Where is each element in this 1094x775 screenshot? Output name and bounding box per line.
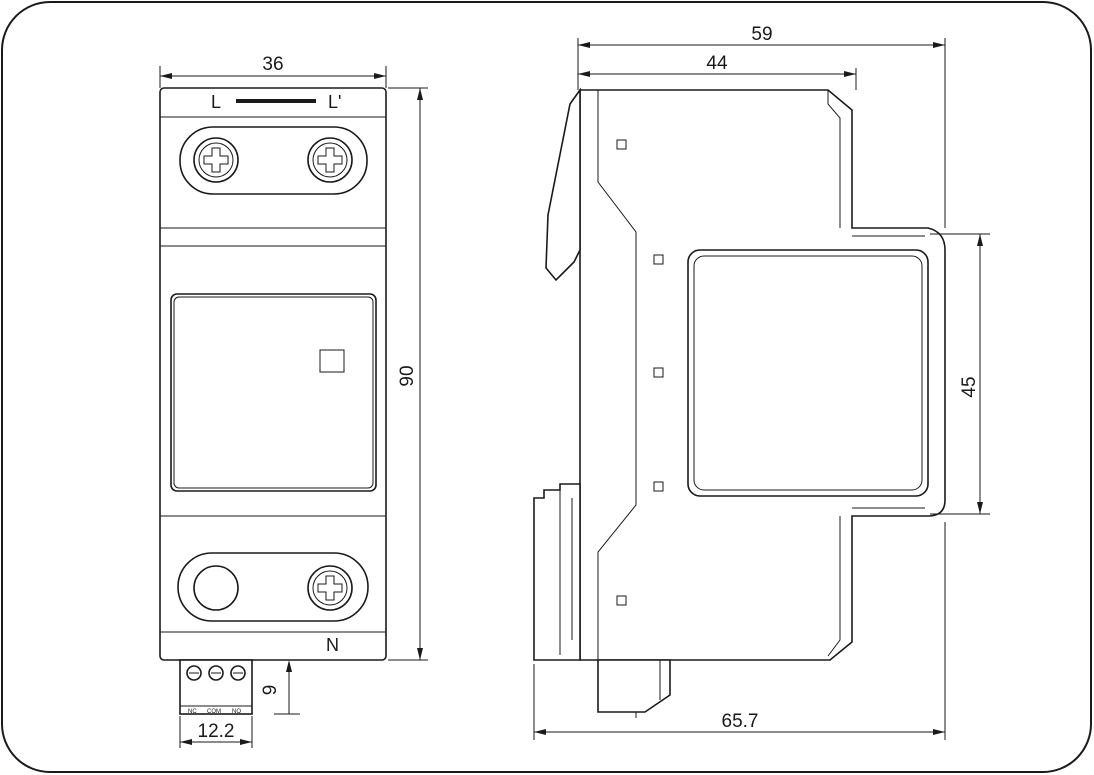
dimension-side-overall: 65.7	[533, 522, 946, 740]
dim-side-overall-label: 65.7	[722, 711, 759, 732]
line-link-bar	[236, 99, 316, 103]
dim-front-width-label: 36	[262, 54, 283, 75]
screw-icon	[193, 137, 239, 183]
front-view: NC COM NO L L' N 36 90	[159, 54, 428, 748]
dimension-front-height: 90	[388, 87, 428, 661]
side-front-plate	[687, 249, 929, 497]
screw-icon	[307, 565, 353, 611]
dimension-side-body: 44	[578, 53, 857, 90]
side-view: 59 44 45 65.7	[533, 24, 990, 740]
aux-terminal-block: NC COM NO	[179, 659, 253, 715]
label-line-out: L'	[328, 92, 341, 112]
terminal-no-label: NO	[232, 709, 241, 715]
dim-side-body-label: 44	[706, 53, 728, 74]
dimension-front-width: 36	[159, 54, 387, 88]
indicator-square	[319, 349, 345, 373]
vent-square	[616, 139, 627, 150]
vent-square	[653, 254, 664, 265]
rail-latch	[533, 483, 581, 661]
dim-terminal-height-label: 9	[260, 685, 281, 696]
vent-square	[616, 595, 627, 606]
dim-front-height-label: 90	[397, 365, 418, 386]
rail-clip-top	[545, 87, 581, 282]
dim-side-total-label: 59	[751, 24, 772, 45]
dimension-rail-height: 45	[930, 233, 990, 515]
label-line-in: L	[211, 92, 221, 112]
front-window	[170, 293, 377, 492]
hole-icon	[193, 565, 239, 611]
screw-icon	[307, 137, 353, 183]
vent-square	[653, 367, 664, 378]
terminal-nc-label: NC	[188, 709, 197, 715]
label-neutral: N	[326, 635, 339, 655]
side-aux-block	[597, 659, 671, 713]
dimension-terminal-height: 9	[254, 659, 300, 715]
vent-square	[653, 481, 664, 492]
terminal-com-label: COM	[207, 709, 221, 715]
dim-rail-height-label: 45	[959, 376, 980, 397]
dimension-side-total: 59	[577, 24, 946, 228]
dimension-terminal-width: 12.2	[179, 716, 253, 748]
dim-terminal-width-label: 12.2	[198, 721, 235, 742]
